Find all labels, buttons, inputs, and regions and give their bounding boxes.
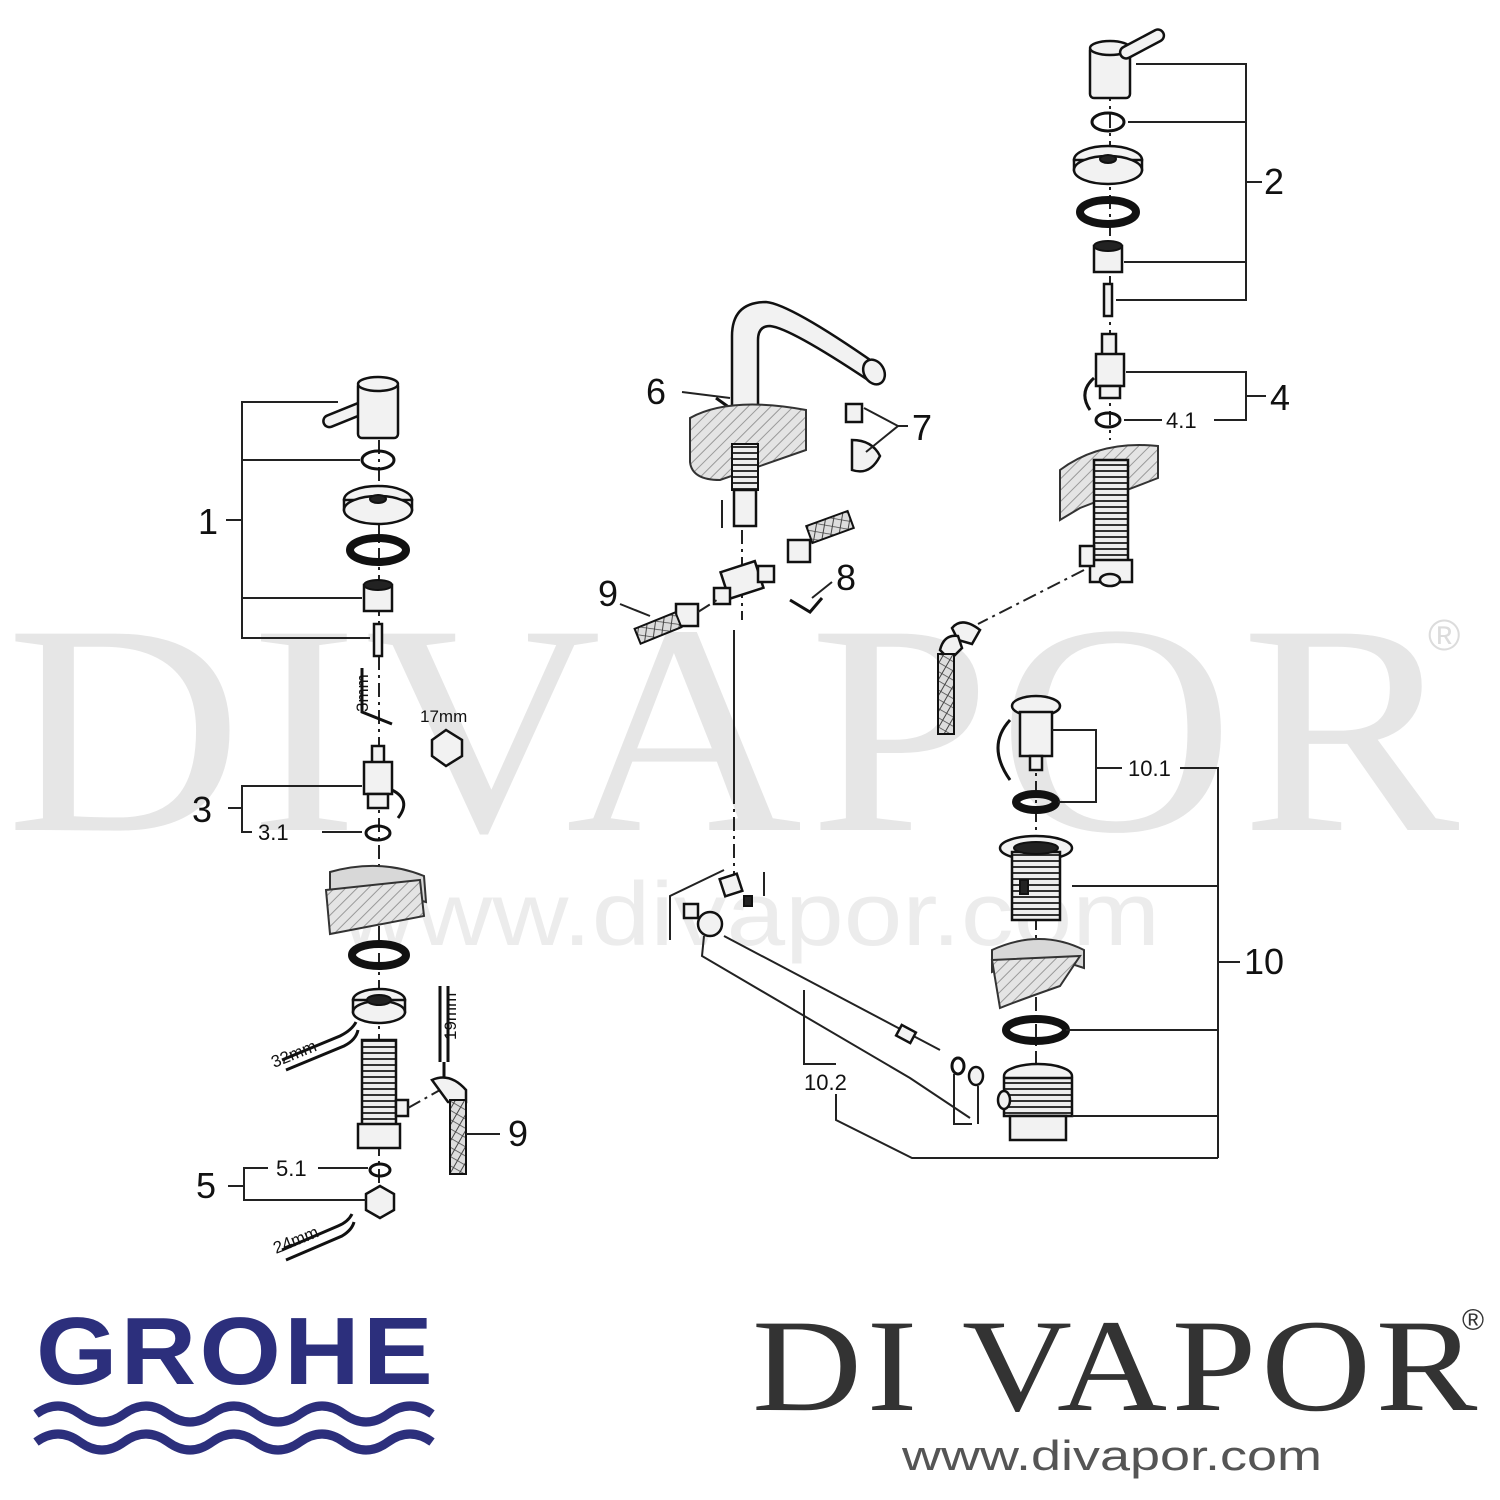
grohe-logo: GROHE	[33, 1298, 436, 1455]
callout-10-2: 10.2	[804, 1070, 847, 1095]
left-large-oring	[346, 534, 410, 566]
right-large-oring	[1076, 196, 1140, 228]
left-cartridge	[362, 744, 406, 819]
left-counter-section	[324, 878, 426, 936]
drain-counter-section	[990, 954, 1082, 1010]
left-tee-hose	[633, 597, 721, 645]
spout-shank	[721, 443, 759, 528]
allen-key-icon	[360, 668, 393, 726]
callout-10-1: 10.1	[1128, 756, 1171, 781]
aerator-insert	[844, 402, 864, 424]
right-lever-handle	[1088, 28, 1166, 100]
left-callouts: 1 3 3.1 9 5 5.1	[192, 401, 528, 1206]
right-cartridge-oring	[1094, 411, 1122, 429]
left-lock-nut	[351, 987, 407, 1025]
left-escutcheon	[342, 484, 414, 526]
left-oring-small	[360, 449, 396, 471]
watermark-registered: ®	[1428, 611, 1460, 660]
left-shank	[356, 1038, 441, 1150]
left-lever-handle	[322, 375, 400, 440]
callout-4-1: 4.1	[1166, 408, 1197, 433]
left-adapter	[362, 579, 394, 613]
wrench-24-icon	[281, 1213, 356, 1262]
left-supply-hose: 19mm	[430, 986, 468, 1175]
drain-assembly	[990, 694, 1085, 1142]
callout-5: 5	[196, 1165, 216, 1206]
callout-8: 8	[836, 557, 856, 598]
right-oring-small	[1090, 111, 1126, 133]
right-escutcheon	[1072, 144, 1144, 186]
divapor-logo: DI VAPOR ® www.divapor.com	[752, 1292, 1484, 1479]
left-screw	[372, 622, 384, 658]
left-washer	[348, 940, 410, 970]
clip-8	[789, 597, 824, 614]
callout-3: 3	[192, 789, 212, 830]
callout-1: 1	[198, 501, 218, 542]
callout-3-1: 3.1	[258, 820, 289, 845]
aerator-key	[850, 438, 882, 473]
right-cartridge	[1083, 332, 1126, 411]
watermark: DIVAPOR ® www.divapor.com	[6, 563, 1466, 965]
hex-nut-icon	[430, 728, 464, 768]
divapor-wordmark: DI VAPOR	[752, 1292, 1482, 1439]
right-callouts: 2 4 4.1	[1116, 63, 1290, 433]
right-valve-assembly	[937, 28, 1166, 735]
drain-tailpiece	[996, 1062, 1074, 1142]
drain-stopper	[996, 694, 1062, 781]
center-callouts: 6 7 8 9 10.2	[598, 371, 1218, 1159]
drain-body	[998, 834, 1074, 922]
center-counter-section	[689, 403, 807, 482]
right-shank	[1078, 458, 1134, 588]
callout-6: 6	[646, 371, 666, 412]
divapor-url: www.divapor.com	[901, 1432, 1322, 1479]
tool-size-hex: 17mm	[420, 707, 467, 726]
tool-size-19: 19mm	[441, 993, 460, 1040]
grohe-wordmark: GROHE	[36, 1298, 436, 1405]
callout-10: 10	[1244, 941, 1284, 982]
callout-9-bottom: 9	[508, 1113, 528, 1154]
wrench-32-icon	[281, 1021, 360, 1072]
grohe-wave-icon	[33, 1429, 435, 1455]
callout-2: 2	[1264, 161, 1284, 202]
right-supply-hose	[937, 621, 982, 735]
right-screw	[1102, 282, 1114, 318]
callout-5-1: 5.1	[276, 1156, 307, 1181]
tool-size-allen: 3mm	[353, 674, 372, 712]
grohe-wave-icon	[33, 1401, 435, 1427]
callout-9-left: 9	[598, 573, 618, 614]
callout-4: 4	[1270, 377, 1290, 418]
right-adapter	[1092, 240, 1124, 274]
watermark-brand: DIVAPOR	[6, 563, 1466, 895]
tool-size-24: 24mm	[270, 1222, 321, 1257]
left-valve-assembly: 3mm 17mm	[268, 375, 468, 1262]
left-cartridge-oring	[364, 824, 392, 842]
spout-assembly	[633, 300, 985, 1125]
drain-callouts: 10.1 10	[1052, 729, 1284, 1158]
pivot-clevis	[682, 872, 985, 1087]
callout-7: 7	[912, 407, 932, 448]
tee-connector	[712, 509, 856, 620]
left-bottom-nut	[364, 1184, 396, 1220]
divapor-registered: ®	[1462, 1304, 1484, 1337]
stopper-seal	[1012, 790, 1060, 814]
left-bottom-washer	[368, 1162, 392, 1178]
